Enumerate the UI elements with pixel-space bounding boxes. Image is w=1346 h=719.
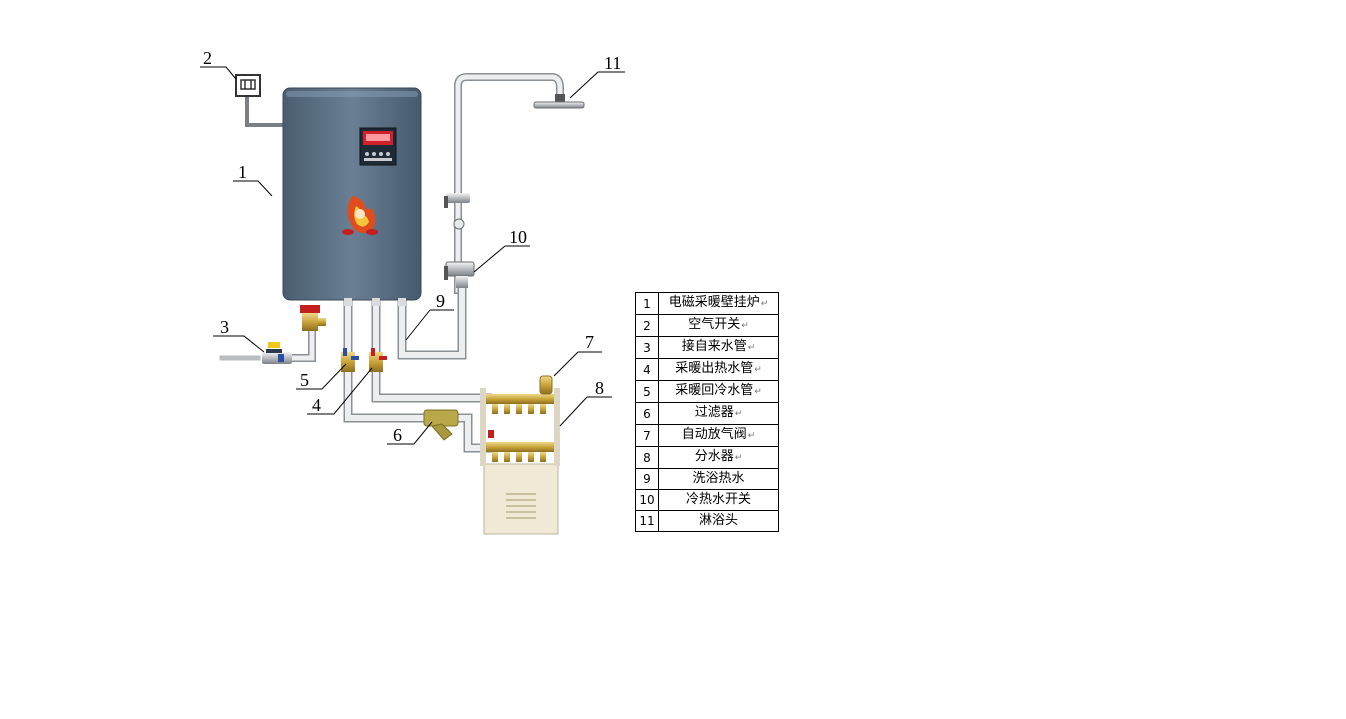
callout-2: 2 — [203, 48, 212, 68]
legend-row: 11 淋浴头 — [635, 510, 779, 532]
legend-description-text: 洗浴热水 — [692, 471, 745, 486]
legend-number: 5 — [635, 380, 659, 403]
legend-number-text: 9 — [643, 472, 651, 486]
legend-description-text: 分水器 — [694, 449, 734, 464]
legend-number-text: 3 — [643, 340, 651, 355]
legend-number: 9 — [635, 468, 659, 490]
legend-description-text: 采暖出热水管 — [675, 361, 754, 376]
legend-row: 2 空气开关↵ — [635, 314, 779, 337]
legend-description: 采暖回冷水管↵ — [658, 380, 779, 403]
air-switch-icon — [235, 74, 261, 97]
paragraph-mark: ↵ — [760, 299, 769, 309]
callout-6: 6 — [393, 425, 402, 445]
inlet-ball-valve-icon — [262, 342, 292, 364]
legend-number: 10 — [635, 489, 659, 511]
legend-description-text: 采暖回冷水管 — [675, 383, 754, 398]
legend-number: 8 — [635, 446, 659, 469]
paragraph-mark: ↵ — [741, 321, 749, 331]
callouts: 1 2 3 4 5 6 7 8 9 10 11 — [203, 48, 621, 445]
legend-description-text: 冷热水开关 — [685, 492, 751, 507]
legend-description: 洗浴热水 — [658, 468, 779, 490]
legend-description: 自动放气阀↵ — [658, 424, 779, 447]
legend-number-text: 4 — [643, 362, 651, 377]
paragraph-mark: ↵ — [734, 409, 743, 419]
legend-number: 6 — [635, 402, 659, 425]
callout-10: 10 — [509, 227, 527, 247]
legend-description: 采暖出热水管↵ — [658, 358, 779, 381]
legend-description: 接自来水管↵ — [658, 336, 779, 359]
heating-supply-pipe — [371, 295, 493, 403]
legend-number-text: 6 — [643, 406, 651, 421]
legend-description-text: 空气开关 — [688, 317, 741, 332]
return-valve-icon — [341, 348, 359, 372]
paragraph-mark: ↵ — [734, 453, 743, 463]
callout-4: 4 — [312, 395, 321, 415]
legend-description-text: 电磁采暖壁挂炉 — [668, 295, 760, 310]
legend-row: 4 采暖出热水管↵ — [635, 358, 779, 381]
callout-5: 5 — [300, 370, 309, 390]
legend-description-text: 过滤器 — [694, 405, 734, 420]
legend-number: 1 — [635, 292, 659, 315]
legend-number: 11 — [635, 510, 659, 532]
callout-9: 9 — [436, 291, 445, 311]
callout-8: 8 — [595, 378, 604, 398]
legend-description-text: 自动放气阀 — [681, 427, 747, 442]
manifold-icon — [480, 375, 560, 535]
supply-valve-icon — [369, 348, 387, 372]
legend-description-text: 淋浴头 — [698, 513, 738, 528]
legend-number: 2 — [635, 314, 659, 337]
legend-number-text: 7 — [643, 428, 651, 443]
pipes — [219, 73, 564, 453]
callout-3: 3 — [220, 317, 229, 337]
legend-row: 7 自动放气阀↵ — [635, 424, 779, 447]
legend-row: 6 过滤器↵ — [635, 402, 779, 425]
callout-7: 7 — [585, 332, 594, 352]
safety-valve-icon — [300, 305, 326, 331]
air-vent-icon — [539, 375, 553, 395]
wall-boiler-icon — [282, 87, 422, 306]
legend-number-text: 1 — [643, 296, 651, 311]
legend-number-text: 2 — [643, 318, 651, 333]
legend-number-text: 10 — [639, 493, 655, 507]
legend-number-text: 11 — [639, 514, 655, 528]
legend-description: 冷热水开关 — [658, 489, 779, 511]
shower-mixer-icon — [444, 193, 475, 288]
legend-number-text: 8 — [643, 450, 651, 465]
legend-number: 7 — [635, 424, 659, 447]
flame-mascot-icon — [342, 196, 378, 235]
legend-number-text: 5 — [643, 384, 651, 399]
legend-row: 8 分水器↵ — [635, 446, 779, 469]
leader-lines — [200, 66, 625, 445]
legend-number: 3 — [635, 336, 659, 359]
legend-description: 分水器↵ — [658, 446, 779, 469]
callout-1: 1 — [238, 162, 247, 182]
legend-description: 淋浴头 — [658, 510, 779, 532]
paragraph-mark: ↵ — [754, 387, 762, 397]
shower-riser-pipe — [454, 73, 564, 294]
legend-number: 4 — [635, 358, 659, 381]
legend-row: 1 电磁采暖壁挂炉↵ — [635, 292, 779, 315]
legend-row: 3 接自来水管↵ — [635, 336, 779, 359]
y-filter-icon — [423, 409, 459, 441]
paragraph-mark: ↵ — [747, 343, 756, 353]
shower-head-icon — [533, 94, 585, 109]
switch-cable — [245, 94, 285, 127]
legend-description: 过滤器↵ — [658, 402, 779, 425]
legend-row: 5 采暖回冷水管↵ — [635, 380, 779, 403]
legend-description: 电磁采暖壁挂炉↵ — [658, 292, 779, 315]
paragraph-mark: ↵ — [754, 365, 762, 375]
legend-description-text: 接自来水管 — [681, 339, 747, 354]
callout-11: 11 — [604, 53, 621, 73]
legend-row: 10 冷热水开关 — [635, 489, 779, 511]
legend-row: 9 洗浴热水 — [635, 468, 779, 490]
legend-description: 空气开关↵ — [658, 314, 779, 337]
paragraph-mark: ↵ — [747, 431, 756, 441]
